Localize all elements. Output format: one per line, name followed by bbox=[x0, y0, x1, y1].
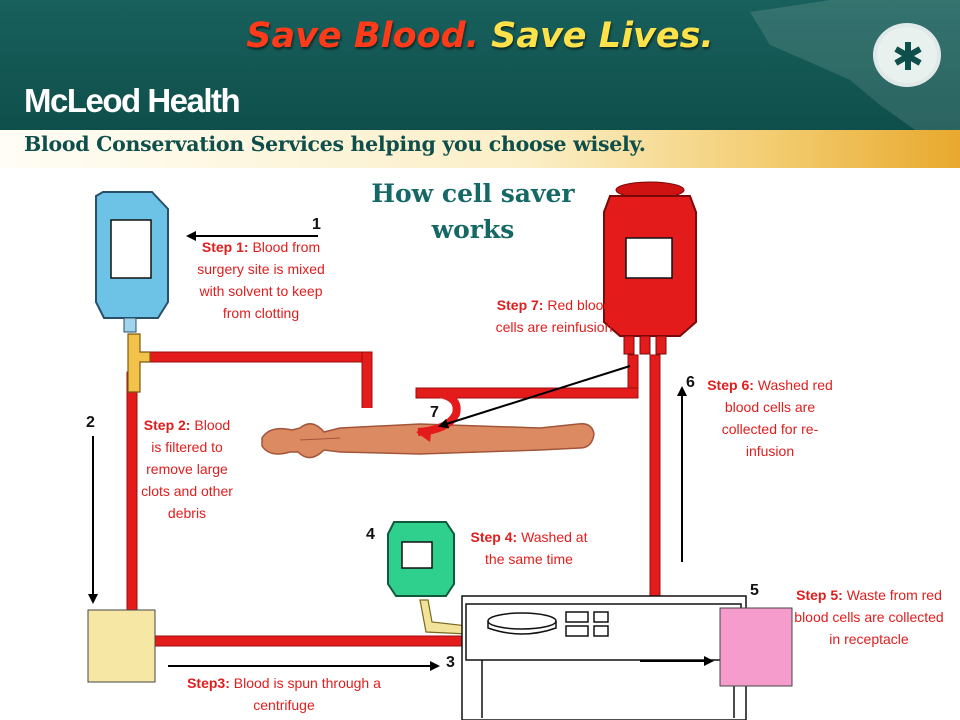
tagline: Blood Conservation Services helping you … bbox=[24, 132, 646, 156]
header-banner bbox=[0, 0, 960, 130]
star-logo-icon bbox=[872, 22, 942, 88]
filter-box bbox=[87, 609, 156, 683]
step-number-4: 4 bbox=[366, 526, 375, 543]
step-number-7: 7 bbox=[430, 404, 439, 421]
tagline-band bbox=[0, 130, 960, 168]
tube-connector bbox=[127, 333, 151, 393]
step-5-caption: Step 5: Waste from red blood cells are c… bbox=[794, 587, 944, 647]
blue-collection-bag-icon bbox=[90, 186, 180, 333]
red-blood-bag-icon bbox=[596, 181, 704, 355]
green-wash-bag-icon bbox=[384, 515, 464, 605]
diagram-heading: How cell saver works bbox=[371, 179, 575, 244]
step-number-1: 1 bbox=[312, 216, 321, 233]
step-number-3: 3 bbox=[446, 654, 455, 671]
patient-figure bbox=[257, 408, 601, 486]
step-4-caption: Step 4: Washed at the same time bbox=[470, 529, 588, 567]
step-7-caption: Step 7: Red blood cells are reinfusion bbox=[495, 297, 613, 335]
flow-arrows bbox=[88, 231, 714, 671]
step-number-6: 6 bbox=[686, 374, 695, 391]
step-2-caption: Step 2: Blood is filtered to remove larg… bbox=[141, 417, 233, 521]
step-3-caption: Step3: Blood is spun through a centrifug… bbox=[187, 675, 381, 713]
centrifuge-machine-icon bbox=[461, 595, 747, 720]
step-number-2: 2 bbox=[86, 414, 95, 431]
brand-logo-text: McLeod Health bbox=[24, 82, 241, 119]
step-1-caption: Step 1: Blood from surgery site is mixed… bbox=[197, 239, 325, 321]
waste-receptacle bbox=[719, 607, 793, 687]
page-title: Save Blood. Save Lives. bbox=[246, 16, 714, 56]
step-number-5: 5 bbox=[750, 582, 759, 599]
step-6-caption: Step 6: Washed red blood cells are colle… bbox=[707, 377, 833, 459]
